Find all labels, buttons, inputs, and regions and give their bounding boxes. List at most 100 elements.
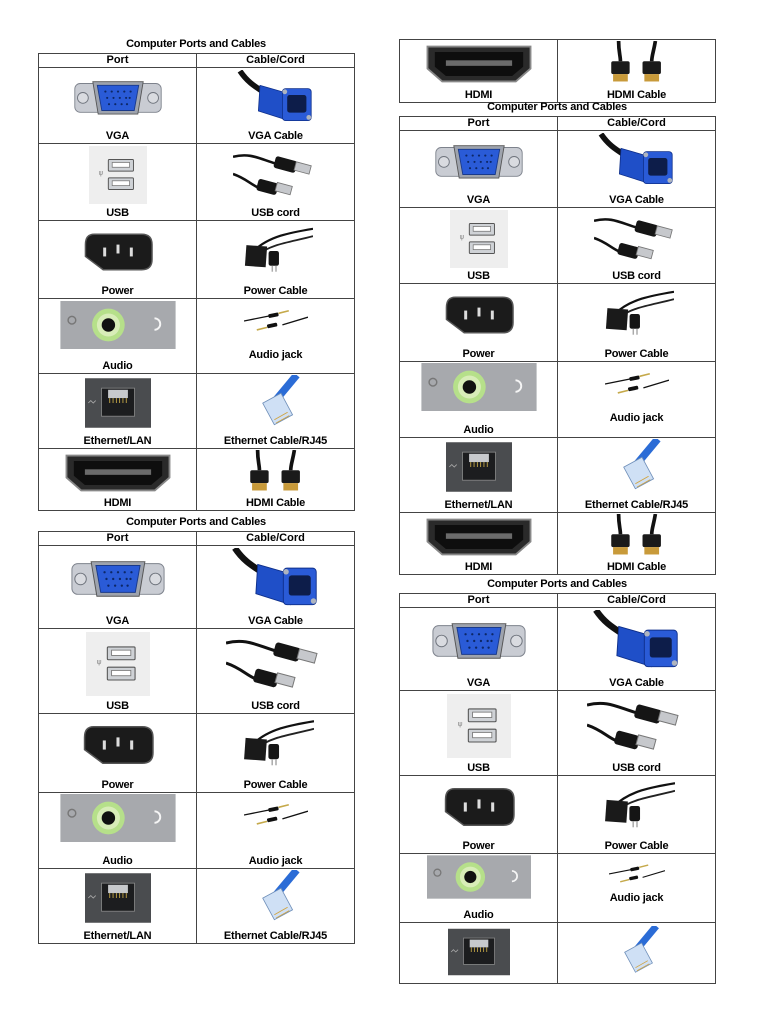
port-label: Audio [102,855,133,867]
vga-port-icon [434,137,524,185]
power-port-icon [441,784,517,830]
cable-label: VGA Cable [248,615,303,627]
audio-cable-cell: Audio jack [557,361,716,438]
cable-label: HDMI Cable [245,497,306,509]
cable-label: USB cord [251,700,300,712]
cable-label: Ethernet Cable/RJ45 [584,499,689,511]
ethernet-cable-cell: Ethernet Cable/RJ45 [557,437,716,513]
port-label: VGA [105,130,130,142]
audio-port-icon [59,794,177,842]
sheet-title: Computer Ports and Cables [126,38,266,50]
vga-cable-icon [591,610,683,674]
audio-port-cell: Audio [399,853,558,923]
vga-port-icon [431,614,527,666]
audio-jack-icon [609,860,665,888]
cable-label: Audio jack [609,892,664,904]
usb-cord-icon [594,212,680,264]
sheet-title: Computer Ports and Cables [487,578,627,590]
cable-label: USB cord [612,270,661,282]
ethernet-cable-icon [611,439,663,497]
ethernet-port-cell: Ethernet/LAN [38,868,197,944]
power-port-icon [81,229,155,275]
usb-port-icon [86,631,150,697]
port-label: USB [467,270,490,282]
port-header: Port [399,593,558,608]
vga-cable-cell: VGA Cable [557,130,716,208]
power-cable-cell: Power Cable [557,775,716,854]
port-label: Power [462,348,495,360]
cable-label: Power Cable [604,840,669,852]
ethernet-cable-cell [557,922,716,984]
ethernet-port-cell: Ethernet/LAN [38,373,197,449]
power-cable-icon [239,225,313,277]
port-label: Ethernet/LAN [444,499,513,511]
port-header: Port [399,116,558,131]
ethernet-port-icon [85,375,151,431]
power-port-cell: Power [399,283,558,362]
vga-port-cell: VGA [399,130,558,208]
power-port-cell: Power [399,775,558,854]
power-cable-cell: Power Cable [557,283,716,362]
port-label: Power [462,840,495,852]
cable-label: Power Cable [243,779,308,791]
ethernet-cable-cell: Ethernet Cable/RJ45 [196,373,355,449]
sheet-title: Computer Ports and Cables [487,101,627,113]
port-label: USB [106,700,129,712]
usb-cable-cell: USB cord [557,207,716,284]
port-label: USB [106,207,129,219]
hdmi-cable-cell: HDMI Cable [557,512,716,575]
audio-cable-cell: Audio jack [196,298,355,374]
vga-port-cell: VGA [399,607,558,691]
audio-cable-cell: Audio jack [557,853,716,923]
ethernet-port-icon [85,870,151,926]
audio-port-icon [59,301,177,349]
cable-label: Ethernet Cable/RJ45 [223,930,328,942]
usb-port-icon [447,693,511,759]
port-label: Power [101,285,134,297]
audio-cable-cell: Audio jack [196,792,355,869]
ports-table-partial: HDMI HDMI Cable [399,39,716,103]
hdmi-port-cell: HDMI [399,39,558,103]
usb-cord-icon [587,695,687,755]
audio-port-cell: Audio [399,361,558,438]
audio-port-icon [427,855,531,899]
port-label: Audio [463,909,494,921]
port-label: Audio [463,424,494,436]
cable-label: Audio jack [248,855,303,867]
port-header: Port [38,531,197,546]
hdmi-cable-icon [238,450,314,496]
cable-label: VGA Cable [248,130,303,142]
power-port-cell: Power [38,713,197,793]
vga-cable-cell: VGA Cable [557,607,716,691]
cable-label: HDMI Cable [606,89,667,101]
usb-port-icon [450,210,508,268]
port-label: Ethernet/LAN [83,930,152,942]
hdmi-port-icon [422,41,536,87]
ethernet-port-icon [448,926,510,978]
power-cable-icon [238,718,314,770]
usb-port-cell: USB [38,628,197,714]
audio-port-cell: Audio [38,298,197,374]
hdmi-port-icon [422,514,536,560]
hdmi-port-cell: HDMI [399,512,558,575]
usb-port-icon [89,146,147,204]
usb-cable-cell: USB cord [196,628,355,714]
cable-header: Cable/Cord [557,116,716,131]
sheet-title: Computer Ports and Cables [126,516,266,528]
vga-cable-icon [236,70,316,128]
audio-jack-icon [244,305,308,337]
usb-port-cell: USB [399,690,558,776]
cable-header: Cable/Cord [196,53,355,68]
ethernet-cable-icon [250,870,302,928]
port-label: VGA [105,615,130,627]
cable-label: USB cord [251,207,300,219]
cable-label: Audio jack [248,349,303,361]
ethernet-cable-icon [250,375,302,433]
cable-header: Cable/Cord [196,531,355,546]
vga-cable-icon [597,133,677,191]
power-cable-icon [599,780,675,832]
power-port-icon [80,722,156,768]
